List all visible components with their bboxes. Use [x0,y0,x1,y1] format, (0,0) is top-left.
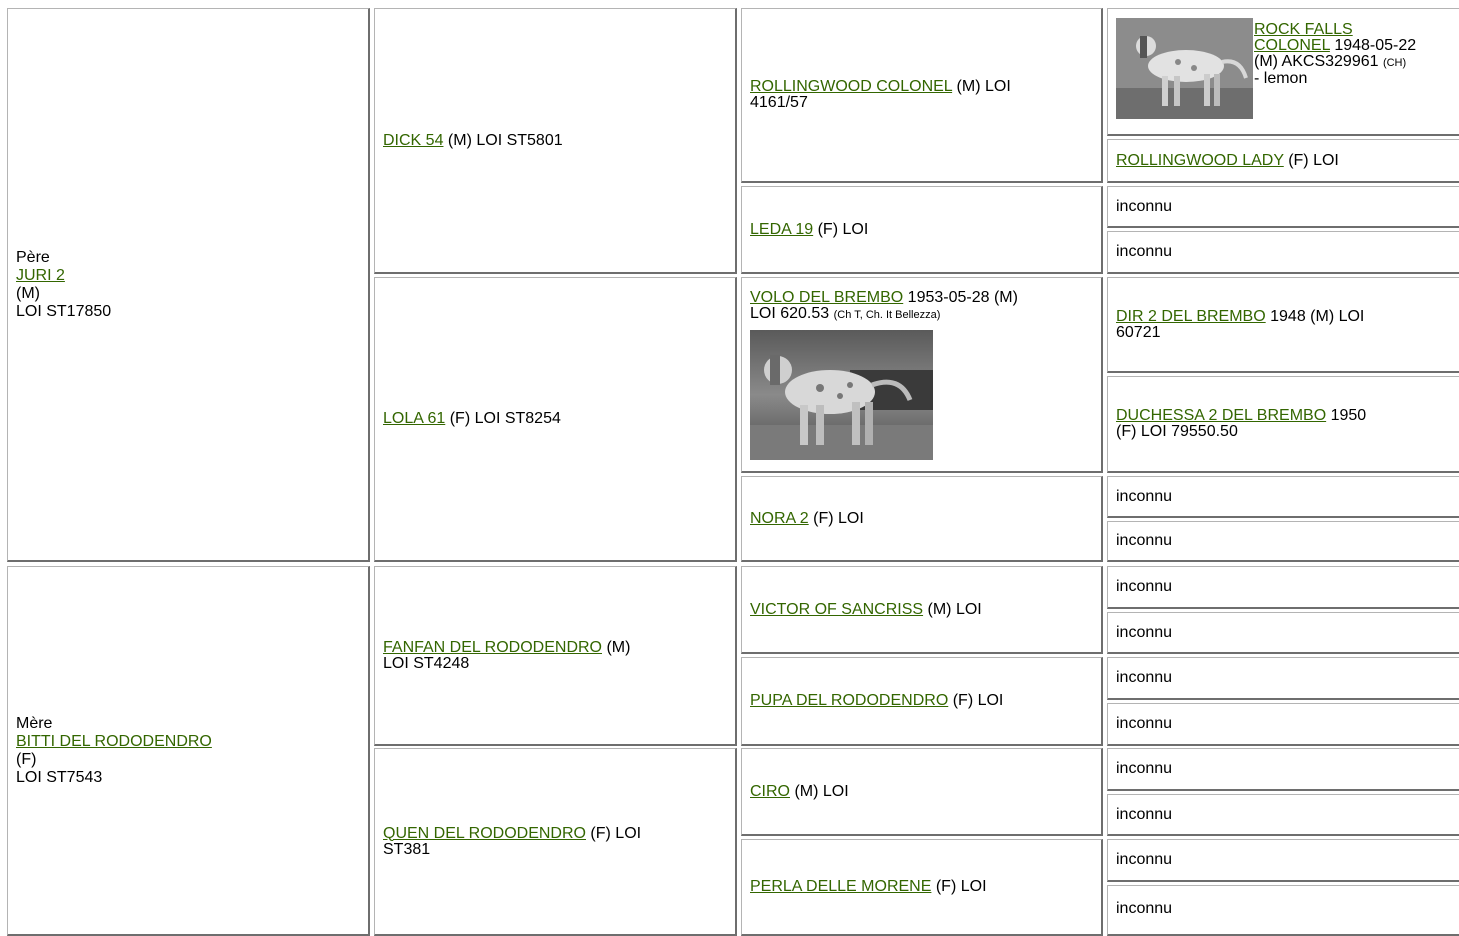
perla-cell: PERLA DELLE MORENE (F) LOI [741,839,1103,936]
nora2-cell: NORA 2 (F) LOI [741,476,1103,562]
unknown-label: inconnu [1116,623,1173,641]
mother-reg: LOI ST7543 [16,768,103,786]
dir2-link[interactable]: DIR 2 DEL BREMBO [1116,307,1266,325]
leda19-link[interactable]: LEDA 19 [750,220,814,238]
unknown-cell-9: inconnu [1107,748,1459,791]
lola61-info: (F) LOI ST8254 [445,410,561,427]
fanfan-cell: FANFAN DEL RODODENDRO (M) LOI ST4248 [374,566,737,746]
rock-falls-title: (CH) [1382,57,1407,69]
rollingwood-lady-link[interactable]: ROLLINGWOOD LADY [1116,151,1284,169]
father-reg: LOI ST17850 [16,302,112,320]
lola61-cell: LOLA 61 (F) LOI ST8254 [374,277,737,562]
unknown-cell-12: inconnu [1107,885,1459,936]
dir2-cell: DIR 2 DEL BREMBO 1948 (M) LOI 60721 [1107,277,1459,373]
mother-link[interactable]: BITTI DEL RODODENDRO [16,732,212,750]
rollingwood-colonel-reg: 4161/57 [750,94,808,111]
nora2-info: (F) LOI [808,509,864,527]
quen-reg: ST381 [383,840,431,858]
unknown-cell-4: inconnu [1107,521,1459,562]
volo-photo[interactable] [750,330,933,460]
unknown-label: inconnu [1116,197,1173,215]
dick54-cell: DICK 54 (M) LOI ST5801 [374,8,737,274]
rock-falls-info3: - lemon [1254,70,1308,87]
quen-link[interactable]: QUEN DEL RODODENDRO [383,824,586,842]
mother-cell: Mère BITTI DEL RODODENDRO (F) LOI ST7543 [7,566,370,936]
unknown-label: inconnu [1116,760,1173,777]
rollingwood-colonel-link[interactable]: ROLLINGWOOD COLONEL [750,78,953,95]
volo-info2: LOI 620.53 [750,305,834,322]
volo-info1: 1953-05-28 (M) [903,289,1018,306]
ciro-cell: CIRO (M) LOI [741,748,1103,836]
unknown-label: inconnu [1116,805,1173,823]
fanfan-link[interactable]: FANFAN DEL RODODENDRO [383,638,602,656]
unknown-label: inconnu [1116,532,1173,549]
unknown-cell-5: inconnu [1107,566,1459,609]
father-cell: Père JURI 2 (M) LOI ST17850 [7,8,370,562]
rock-falls-cell: ROCK FALLS COLONEL 1948-05-22 (M) AKCS32… [1107,8,1459,136]
rock-falls-info2: (M) AKCS329961 [1254,53,1383,70]
victor-info: (M) LOI [923,600,982,618]
fanfan-reg: LOI ST4248 [383,654,470,672]
mother-sex: (F) [16,750,37,768]
victor-link[interactable]: VICTOR OF SANCRISS [750,600,924,618]
victor-cell: VICTOR OF SANCRISS (M) LOI [741,566,1103,654]
father-link[interactable]: JURI 2 [16,266,65,284]
dir2-reg: 60721 [1116,323,1161,341]
pupa-cell: PUPA DEL RODODENDRO (F) LOI [741,657,1103,746]
mother-role: Mère [16,714,53,732]
rollingwood-colonel-info: (M) LOI [952,78,1011,95]
unknown-label: inconnu [1116,243,1173,260]
leda19-cell: LEDA 19 (F) LOI [741,186,1103,274]
fanfan-info: (M) [602,638,631,656]
unknown-label: inconnu [1116,851,1173,868]
rollingwood-colonel-cell: ROLLINGWOOD COLONEL (M) LOI 4161/57 [741,8,1103,183]
perla-link[interactable]: PERLA DELLE MORENE [750,878,932,895]
rock-falls-link-cont[interactable]: COLONEL [1254,37,1330,54]
unknown-label: inconnu [1116,669,1173,686]
lola61-link[interactable]: LOLA 61 [383,410,446,427]
quen-info: (F) LOI [585,824,642,842]
perla-info: (F) LOI [931,878,987,895]
unknown-cell-2: inconnu [1107,231,1459,274]
unknown-cell-7: inconnu [1107,657,1459,700]
pupa-link[interactable]: PUPA DEL RODODENDRO [750,692,949,709]
dog-photo-image [1116,18,1253,119]
rollingwood-lady-info: (F) LOI [1283,151,1339,169]
duchessa-info: 1950 [1326,407,1367,424]
volo-title: (Ch T, Ch. It Bellezza) [833,309,941,321]
duchessa-cell: DUCHESSA 2 DEL BREMBO 1950 (F) LOI 79550.… [1107,376,1459,473]
ciro-info: (M) LOI [790,782,849,800]
quen-cell: QUEN DEL RODODENDRO (F) LOI ST381 [374,748,737,936]
volo-link[interactable]: VOLO DEL BREMBO [750,289,904,306]
unknown-cell-8: inconnu [1107,703,1459,746]
rock-falls-photo[interactable] [1116,18,1253,119]
leda19-info: (F) LOI [813,220,869,238]
father-role: Père [16,248,50,266]
unknown-cell-3: inconnu [1107,476,1459,518]
unknown-cell-1: inconnu [1107,186,1459,228]
dog-photo-image [750,330,933,460]
pupa-info: (F) LOI [948,692,1004,709]
unknown-label: inconnu [1116,715,1173,732]
father-sex: (M) [16,284,40,302]
dick54-info: (M) LOI ST5801 [443,131,563,149]
unknown-label: inconnu [1116,900,1173,917]
rollingwood-lady-cell: ROLLINGWOOD LADY (F) LOI [1107,139,1459,183]
duchessa-link[interactable]: DUCHESSA 2 DEL BREMBO [1116,407,1327,424]
ciro-link[interactable]: CIRO [750,782,790,800]
rock-falls-info1: 1948-05-22 [1329,37,1417,54]
unknown-cell-10: inconnu [1107,794,1459,836]
rock-falls-link[interactable]: ROCK FALLS [1254,21,1353,38]
dir2-info: 1948 (M) LOI [1265,307,1365,325]
duchessa-reg: (F) LOI 79550.50 [1116,423,1238,440]
nora2-link[interactable]: NORA 2 [750,509,809,527]
unknown-label: inconnu [1116,578,1173,595]
unknown-label: inconnu [1116,487,1173,505]
unknown-cell-6: inconnu [1107,612,1459,654]
volo-cell: VOLO DEL BREMBO 1953-05-28 (M) LOI 620.5… [741,277,1103,473]
unknown-cell-11: inconnu [1107,839,1459,882]
dick54-link[interactable]: DICK 54 [383,131,444,149]
